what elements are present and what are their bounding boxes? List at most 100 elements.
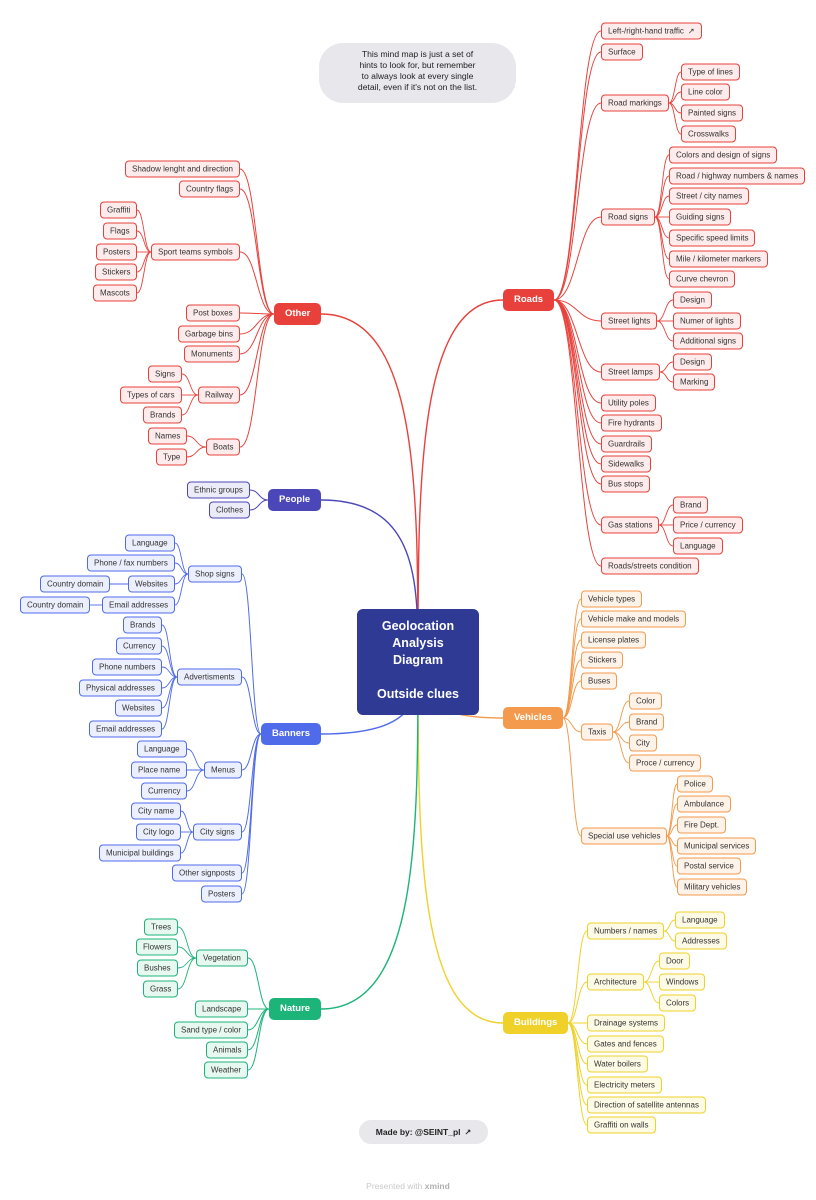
topic-street-lamps[interactable]: Street lamps	[601, 363, 660, 381]
subtopic-municipal-buildings[interactable]: Municipal buildings	[99, 844, 181, 862]
subtopic-country-domain[interactable]: Country domain	[40, 575, 111, 593]
subtopic-mascots[interactable]: Mascots	[93, 284, 137, 302]
topic-direction-of-satellite-antennas[interactable]: Direction of satellite antennas	[587, 1096, 706, 1114]
central-topic[interactable]: Geolocation Analysis Diagram Outside clu…	[357, 609, 479, 715]
topic-gates-and-fences[interactable]: Gates and fences	[587, 1035, 664, 1053]
subtopic-military-vehicles[interactable]: Military vehicles	[677, 878, 748, 896]
topic-boats[interactable]: Boats	[206, 438, 241, 456]
topic-numbers-names[interactable]: Numbers / names	[587, 922, 665, 940]
topic-bus-stops[interactable]: Bus stops	[601, 475, 651, 493]
topic-taxis[interactable]: Taxis	[581, 723, 614, 741]
topic-guardrails[interactable]: Guardrails	[601, 435, 652, 453]
subtopic-addresses[interactable]: Addresses	[675, 932, 727, 950]
topic-shop-signs[interactable]: Shop signs	[188, 565, 242, 583]
branch-buildings[interactable]: Buildings	[503, 1012, 569, 1034]
topic-advertisments[interactable]: Advertisments	[177, 668, 242, 686]
subtopic-posters[interactable]: Posters	[96, 243, 138, 261]
topic-gas-stations[interactable]: Gas stations	[601, 516, 660, 534]
subtopic-city-logo[interactable]: City logo	[136, 823, 182, 841]
subtopic-fire-dept[interactable]: Fire Dept.	[677, 816, 727, 834]
subtopic-brand[interactable]: Brand	[673, 496, 709, 514]
subtopic-municipal-services[interactable]: Municipal services	[677, 837, 757, 855]
topic-other-signposts[interactable]: Other signposts	[172, 864, 243, 882]
subtopic-websites[interactable]: Websites	[128, 575, 175, 593]
topic-post-boxes[interactable]: Post boxes	[186, 304, 240, 322]
subtopic-bushes[interactable]: Bushes	[137, 959, 178, 977]
subtopic-color[interactable]: Color	[629, 692, 663, 710]
subtopic-email-addresses[interactable]: Email addresses	[89, 720, 163, 738]
topic-menus[interactable]: Menus	[204, 761, 243, 779]
subtopic-phone-numbers[interactable]: Phone numbers	[92, 658, 163, 676]
branch-banners[interactable]: Banners	[261, 723, 322, 745]
topic-stickers[interactable]: Stickers	[581, 651, 624, 669]
subtopic-type-of-lines[interactable]: Type of lines	[681, 63, 740, 81]
topic-country-flags[interactable]: Country flags	[179, 180, 241, 198]
branch-other[interactable]: Other	[274, 303, 322, 325]
subtopic-guiding-signs[interactable]: Guiding signs	[669, 208, 732, 226]
topic-water-boilers[interactable]: Water boilers	[587, 1055, 648, 1073]
topic-special-use-vehicles[interactable]: Special use vehicles	[581, 827, 668, 845]
subtopic-currency[interactable]: Currency	[116, 637, 163, 655]
subtopic-flags[interactable]: Flags	[103, 222, 137, 240]
subtopic-email-addresses[interactable]: Email addresses	[102, 596, 176, 614]
subtopic-numer-of-lights[interactable]: Numer of lights	[673, 312, 741, 330]
branch-people[interactable]: People	[268, 489, 322, 511]
topic-left-right-hand-traffic[interactable]: Left-/right-hand traffic↗	[601, 22, 702, 40]
subtopic-city-name[interactable]: City name	[131, 802, 182, 820]
subtopic-flowers[interactable]: Flowers	[136, 938, 179, 956]
topic-street-lights[interactable]: Street lights	[601, 312, 658, 330]
subtopic-design[interactable]: Design	[673, 353, 712, 371]
subtopic-police[interactable]: Police	[677, 775, 713, 793]
subtopic-trees[interactable]: Trees	[144, 918, 179, 936]
subtopic-city[interactable]: City	[629, 734, 657, 752]
subtopic-stickers[interactable]: Stickers	[95, 263, 138, 281]
subtopic-marking[interactable]: Marking	[673, 373, 716, 391]
subtopic-door[interactable]: Door	[659, 952, 691, 970]
subtopic-brands[interactable]: Brands	[143, 406, 183, 424]
subtopic-crosswalks[interactable]: Crosswalks	[681, 125, 736, 143]
subtopic-painted-signs[interactable]: Painted signs	[681, 104, 744, 122]
topic-architecture[interactable]: Architecture	[587, 973, 644, 991]
subtopic-names[interactable]: Names	[148, 427, 188, 445]
subtopic-curve-chevron[interactable]: Curve chevron	[669, 270, 736, 288]
topic-railway[interactable]: Railway	[198, 386, 241, 404]
topic-road-signs[interactable]: Road signs	[601, 208, 656, 226]
topic-posters[interactable]: Posters	[201, 885, 243, 903]
branch-roads[interactable]: Roads	[503, 289, 555, 311]
topic-sport-teams-symbols[interactable]: Sport teams symbols	[151, 243, 240, 261]
subtopic-websites[interactable]: Websites	[115, 699, 162, 717]
topic-graffiti-on-walls[interactable]: Graffiti on walls	[587, 1116, 656, 1134]
subtopic-physical-addresses[interactable]: Physical addresses	[79, 679, 162, 697]
topic-roads-streets-condition[interactable]: Roads/streets condition	[601, 557, 699, 575]
topic-buses[interactable]: Buses	[581, 672, 618, 690]
topic-animals[interactable]: Animals	[206, 1041, 249, 1059]
branch-vehicles[interactable]: Vehicles	[503, 707, 564, 729]
subtopic-grass[interactable]: Grass	[143, 980, 179, 998]
subtopic-line-color[interactable]: Line color	[681, 83, 730, 101]
subtopic-language[interactable]: Language	[125, 534, 175, 552]
topic-vehicle-make-and-models[interactable]: Vehicle make and models	[581, 610, 687, 628]
subtopic-colors[interactable]: Colors	[659, 994, 697, 1012]
topic-license-plates[interactable]: License plates	[581, 631, 647, 649]
topic-vegetation[interactable]: Vegetation	[196, 949, 248, 967]
subtopic-language[interactable]: Language	[137, 740, 187, 758]
subtopic-graffiti[interactable]: Graffiti	[100, 201, 138, 219]
topic-sand-type-color[interactable]: Sand type / color	[174, 1021, 249, 1039]
subtopic-design[interactable]: Design	[673, 291, 712, 309]
topic-landscape[interactable]: Landscape	[195, 1000, 249, 1018]
subtopic-street-city-names[interactable]: Street / city names	[669, 187, 750, 205]
topic-electricity-meters[interactable]: Electricity meters	[587, 1076, 662, 1094]
branch-nature[interactable]: Nature	[269, 998, 322, 1020]
subtopic-signs[interactable]: Signs	[148, 365, 183, 383]
topic-utility-poles[interactable]: Utility poles	[601, 394, 656, 412]
topic-ethnic-groups[interactable]: Ethnic groups	[187, 481, 250, 499]
subtopic-type[interactable]: Type	[156, 448, 188, 466]
topic-road-markings[interactable]: Road markings	[601, 94, 669, 112]
subtopic-language[interactable]: Language	[675, 911, 725, 929]
subtopic-language[interactable]: Language	[673, 537, 723, 555]
subtopic-price-currency[interactable]: Price / currency	[673, 516, 743, 534]
topic-sidewalks[interactable]: Sidewalks	[601, 455, 652, 473]
subtopic-country-domain[interactable]: Country domain	[20, 596, 91, 614]
topic-vehicle-types[interactable]: Vehicle types	[581, 590, 643, 608]
topic-drainage-systems[interactable]: Drainage systems	[587, 1014, 666, 1032]
